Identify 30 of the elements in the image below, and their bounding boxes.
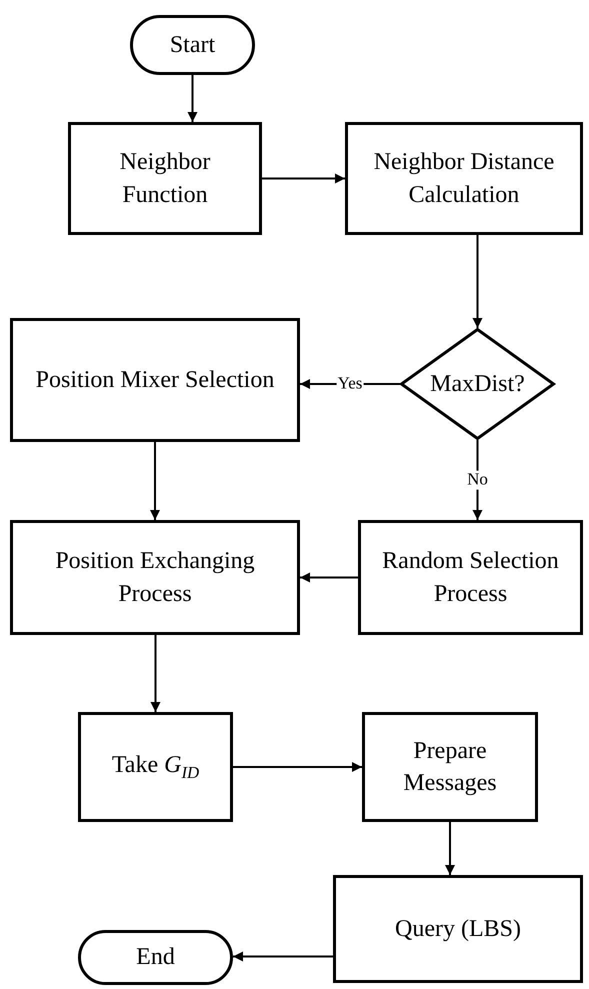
node-text: Neighbor Distance Calculation <box>372 148 556 210</box>
arrow <box>150 442 160 520</box>
arrow <box>472 235 482 328</box>
node-text: Query (LBS) <box>395 914 521 944</box>
arrow <box>188 75 198 122</box>
process-box <box>333 875 583 983</box>
decision-diamond <box>400 328 555 440</box>
arrow <box>262 174 345 184</box>
node-text: End <box>136 943 175 972</box>
node-text: Prepare Messages <box>402 736 498 798</box>
node-text: Position Mixer Selection <box>36 366 274 395</box>
arrow <box>445 822 455 875</box>
edge-label: No <box>466 470 489 490</box>
process-box <box>10 520 300 635</box>
process-box <box>78 712 233 822</box>
node-text: MaxDist? <box>430 370 525 399</box>
node-text: Start <box>170 30 216 60</box>
process-box <box>362 712 538 822</box>
process-box <box>345 122 583 235</box>
node-text: Take G$_{ID}$ <box>112 751 200 784</box>
arrow <box>233 762 362 772</box>
process-box <box>358 520 583 635</box>
arrow <box>150 635 160 712</box>
arrow <box>300 572 358 582</box>
process-box <box>10 318 300 442</box>
process-box <box>68 122 262 235</box>
node-text: Neighbor Function <box>118 148 212 210</box>
arrow <box>233 952 333 962</box>
node-text: Position Exchanging Process <box>54 547 256 608</box>
node-text: Random Selection Process <box>381 547 560 608</box>
